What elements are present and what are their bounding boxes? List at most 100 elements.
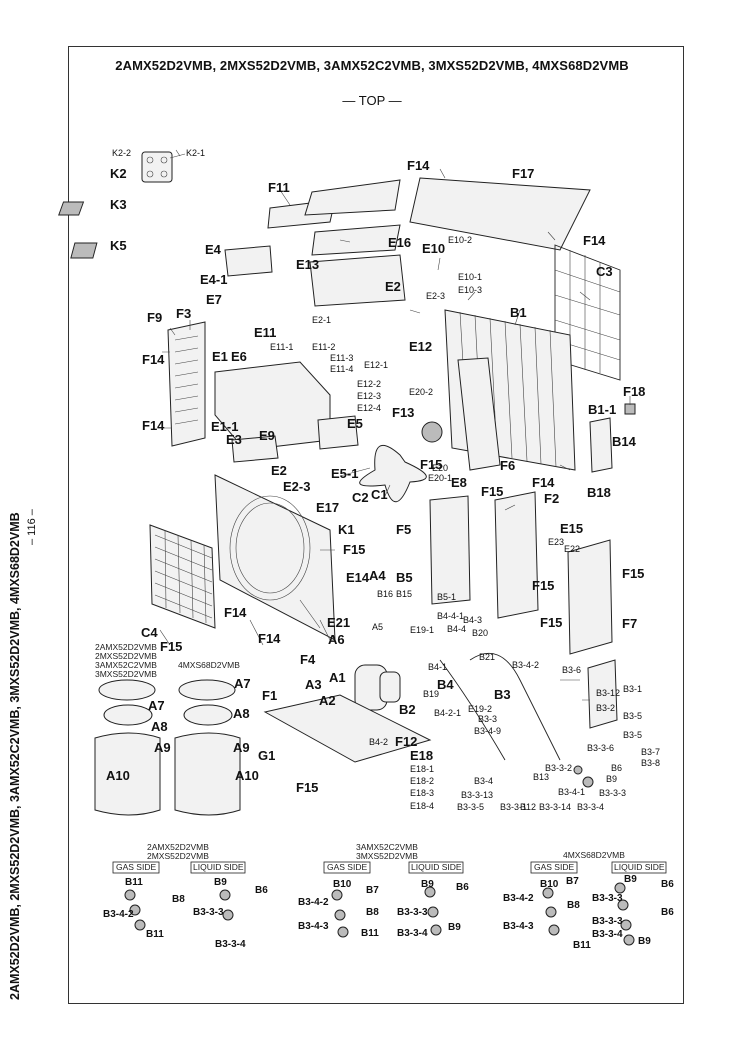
caption-model: 2MXS52D2VMB	[95, 651, 157, 661]
label-b6: B6	[456, 882, 469, 893]
caption-model: 3MXS52D2VMB	[95, 669, 157, 679]
label-f14: F14	[142, 352, 165, 367]
label-e19-2: E19-2	[468, 704, 492, 714]
label-f14: F14	[224, 605, 247, 620]
label-e8: E8	[451, 475, 467, 490]
label-e9: E9	[259, 428, 275, 443]
leader-lines	[159, 149, 631, 701]
label-a9: A9	[154, 740, 171, 755]
label-b3-3-3: B3-3-3	[599, 788, 626, 798]
label-e17: E17	[316, 500, 339, 515]
label-b3-4-2: B3-4-2	[298, 897, 329, 908]
label-b9: B9	[448, 922, 461, 933]
label-f13: F13	[392, 405, 414, 420]
part-f18	[624, 403, 636, 415]
view-label: — TOP —	[342, 93, 402, 108]
label-e12-4: E12-4	[357, 403, 381, 413]
k2-cap-part	[141, 151, 173, 183]
right-panel-f7	[567, 539, 613, 655]
label-b2: B2	[399, 702, 416, 717]
label-e18-4: E18-4	[410, 801, 434, 811]
label-f4: F4	[300, 652, 316, 667]
label-f5: F5	[396, 522, 411, 537]
label-f1: F1	[262, 688, 277, 703]
label-f15: F15	[481, 484, 503, 499]
label-b1: B1	[510, 305, 527, 320]
detail-fittings	[124, 882, 635, 946]
label-b3: B3	[494, 687, 511, 702]
label-e19-1: E19-1	[410, 625, 434, 635]
label-b3-4-3: B3-4-3	[298, 921, 329, 932]
label-b15: B15	[396, 589, 412, 599]
label-b3-3-4: B3-3-4	[592, 929, 623, 940]
label-b3-2: B3-2	[596, 703, 615, 713]
label-e5-1: E5-1	[331, 466, 358, 481]
label-e6: E6	[231, 349, 247, 364]
label-f2: F2	[544, 491, 559, 506]
label-a5: A5	[372, 622, 383, 632]
label-b4-3: B4-3	[463, 615, 482, 625]
label-k2-1: K2-1	[186, 148, 205, 158]
label-a2: A2	[319, 693, 336, 708]
labels: K2-2 K2-1 K2 K3 K5 F11 F14 F17 F14 E4 E1…	[95, 148, 660, 812]
label-k2-2: K2-2	[112, 148, 131, 158]
label-e12-2: E12-2	[357, 379, 381, 389]
label-b11: B11	[361, 928, 379, 939]
label-c2: C2	[352, 490, 369, 505]
label-f14: F14	[407, 158, 430, 173]
label-b13: B13	[533, 772, 549, 782]
label-f17: F17	[512, 166, 534, 181]
label-b5-1: B5-1	[437, 592, 456, 602]
label-b9: B9	[421, 879, 434, 890]
label-a7: A7	[234, 676, 251, 691]
liquid-side-box: LIQUID SIDE	[411, 862, 462, 872]
label-e11-4: E11-4	[330, 364, 353, 374]
label-f15: F15	[540, 615, 562, 630]
label-b3-12: B3-12	[596, 688, 620, 698]
label-b6: B6	[661, 907, 674, 918]
cover-top	[304, 179, 401, 216]
k5-part	[70, 242, 98, 259]
label-e18-3: E18-3	[410, 788, 434, 798]
label-b3-5: B3-5	[623, 711, 642, 721]
label-e3: E3	[226, 432, 242, 447]
label-e22: E22	[564, 544, 580, 554]
k3-part	[58, 201, 85, 216]
label-e20-1: E20-1	[428, 473, 452, 483]
label-b5: B5	[396, 570, 413, 585]
detail-panel-1: 2AMX52D2VMB 2MXS52D2VMB GAS SIDE LIQUID …	[103, 842, 268, 950]
label-b3-3-6: B3-3-6	[587, 743, 614, 753]
compressor-covers	[94, 679, 241, 816]
label-e11: E11	[254, 325, 276, 340]
label-b3-3-2: B3-3-2	[545, 763, 572, 773]
caption-model: 2MXS52D2VMB	[147, 851, 209, 861]
caption-model: 2AMX52D2VMB	[95, 642, 157, 652]
label-b4-2-1: B4-2-1	[434, 708, 461, 718]
label-e12-3: E12-3	[357, 391, 381, 401]
valve-plate-f2	[494, 491, 539, 619]
caption-model: 3AMX52C2VMB	[95, 660, 157, 670]
page-title: 2AMX52D2VMB, 2MXS52D2VMB, 3AMX52C2VMB, 3…	[115, 58, 629, 73]
label-e7: E7	[206, 292, 222, 307]
label-f9: F9	[147, 310, 162, 325]
label-b3-3-3: B3-3-3	[397, 907, 428, 918]
label-b16: B16	[377, 589, 393, 599]
label-b8: B8	[567, 900, 580, 911]
label-e11-2: E11-2	[312, 342, 335, 352]
label-e4-1: E4-1	[200, 272, 227, 287]
detail-panel-3: 4MXS68D2VMB GAS SIDE LIQUID SIDE B10 B7 …	[503, 850, 674, 951]
label-e13: E13	[296, 257, 319, 272]
label-f14: F14	[142, 418, 165, 433]
label-e5: E5	[347, 416, 363, 431]
label-f15: F15	[532, 578, 554, 593]
caption-model: 4MXS68D2VMB	[178, 660, 240, 670]
page-frame	[68, 46, 684, 1004]
label-b9: B9	[214, 877, 227, 888]
label-c3: C3	[596, 264, 613, 279]
motor-mount-f6	[457, 357, 501, 471]
gas-side-box: GAS SIDE	[534, 862, 574, 872]
compressor-a1	[354, 664, 401, 711]
gas-side-box: GAS SIDE	[116, 862, 156, 872]
label-b3-3-4: B3-3-4	[577, 802, 604, 812]
label-b3-6: B3-6	[562, 665, 581, 675]
